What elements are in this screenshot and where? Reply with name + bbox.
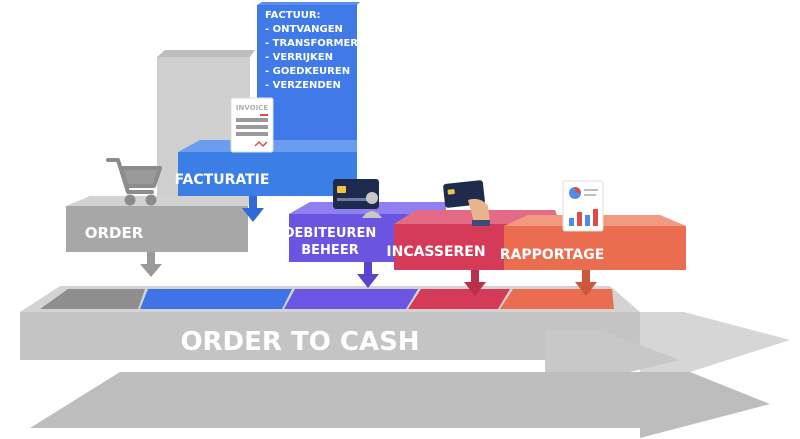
slot-rapportage	[500, 289, 614, 309]
card-in-hand-icon	[443, 180, 490, 226]
factuur-item-5: - VERZENDEN	[265, 80, 341, 91]
step-debiteuren-label-line1: DEBITEUREN	[284, 226, 377, 241]
step-order-label: ORDER	[85, 224, 144, 242]
factuur-item-1: - ONTVANGEN	[265, 24, 343, 35]
rapportage-arrow-down-icon	[575, 270, 597, 296]
shopping-cart-icon	[106, 158, 162, 206]
facturatie-arrow-down-icon	[242, 196, 264, 222]
slot-debiteuren	[284, 289, 418, 309]
factuur-title: FACTUUR:	[265, 10, 321, 21]
step-debiteuren-label-line2: BEHEER	[301, 243, 358, 258]
main-bar-label: ORDER TO CASH	[180, 327, 419, 357]
bottom-shadow-arrow	[30, 352, 770, 438]
step-incasseren: INCASSEREN	[386, 180, 560, 296]
order-arrow-down-icon	[140, 252, 162, 277]
report-chart-icon	[562, 180, 604, 232]
invoice-icon-text: INVOICE	[236, 104, 268, 112]
slot-incasseren	[408, 289, 510, 309]
slot-order	[40, 289, 145, 309]
debiteuren-arrow-down-icon	[357, 262, 379, 288]
factuur-item-2: - TRANSFORMEREN	[265, 38, 373, 49]
step-incasseren-label: INCASSEREN	[386, 244, 485, 260]
step-rapportage: RAPPORTAGE	[500, 180, 686, 296]
incasseren-arrow-down-icon	[464, 270, 486, 296]
slot-facturatie	[140, 289, 292, 309]
step-facturatie: FACTUUR: - ONTVANGEN - TRANSFORMEREN - V…	[175, 2, 373, 222]
factuur-item-4: - GOEDKEUREN	[265, 66, 350, 77]
invoice-icon: INVOICE	[230, 97, 274, 153]
main-process-bar: ORDER TO CASH	[20, 286, 790, 372]
step-rapportage-label: RAPPORTAGE	[500, 247, 605, 263]
step-facturatie-label: FACTURATIE	[175, 172, 270, 188]
credit-card-person-icon	[333, 179, 382, 218]
factuur-item-3: - VERRIJKEN	[265, 52, 333, 63]
